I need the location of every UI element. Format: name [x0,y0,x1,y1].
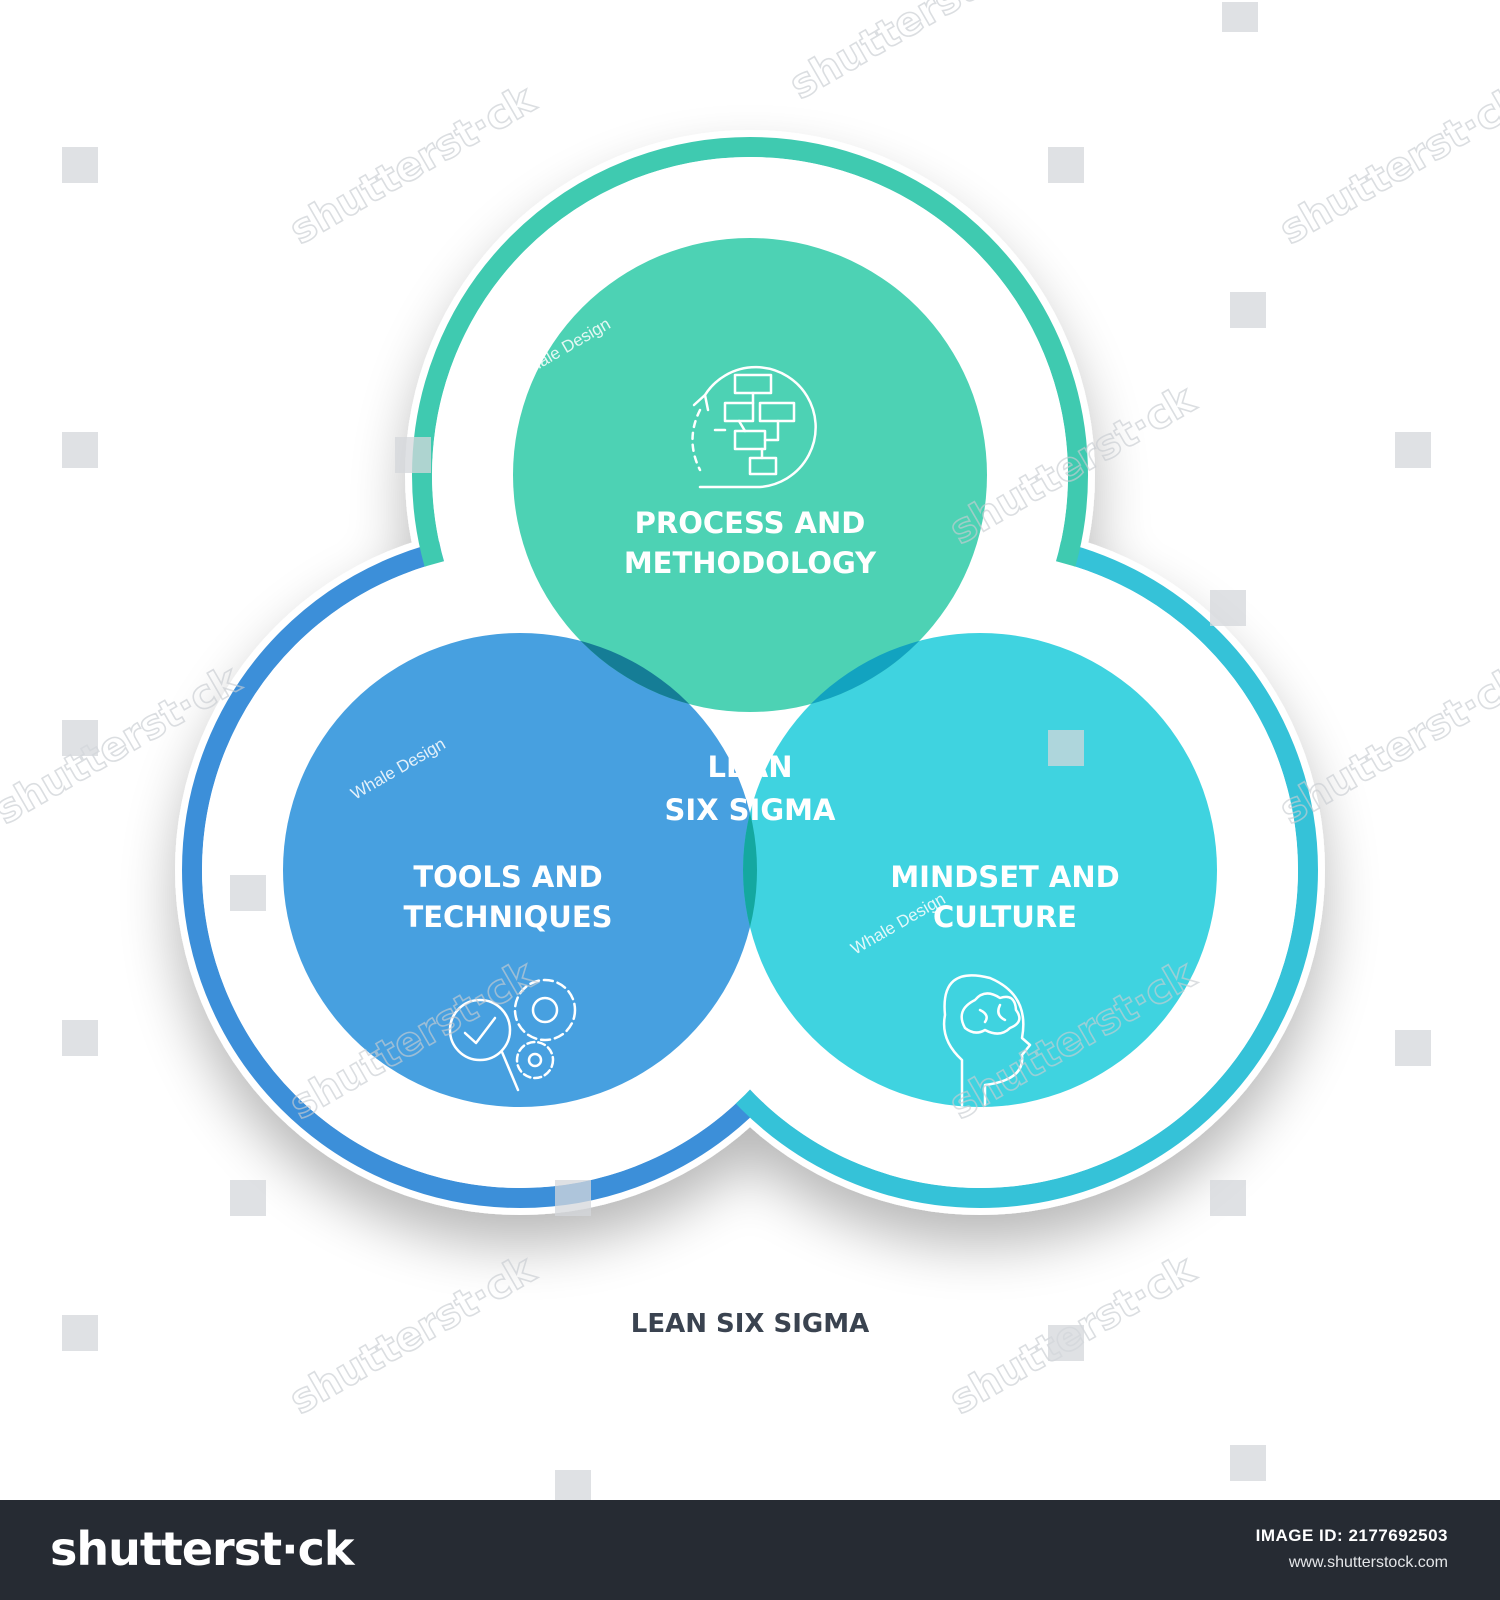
set-label-top-line-1: PROCESS AND [635,506,866,540]
watermark-squares [62,2,1431,1500]
center-label-line-2: SIX SIGMA [665,793,836,827]
brand-watermark: shutterst·ck [282,1246,544,1424]
image-id-block: IMAGE ID: 2177692503 www.shutterstock.co… [1256,1526,1448,1572]
brand-watermark: shutterst·ck [282,76,544,254]
brand-watermark: shutterst·ck [782,0,1044,109]
brand-watermark: shutterst·ck [1272,656,1500,834]
set-label-top-line-2: METHODOLOGY [624,546,877,580]
center-label-line-1: LEAN [707,750,792,784]
image-id-label: IMAGE ID: 2177692503 [1255,1526,1448,1545]
venn-diagram: PROCESS AND METHODOLOGY TOOLS AND TECHNI… [0,0,1500,1500]
process-flowchart-icon [691,365,817,489]
set-label-right-line-1: MINDSET AND [890,860,1119,894]
set-circle-left [283,633,757,1107]
brand-watermark: shutterst·ck [1272,76,1500,254]
stock-logo: shutterst·ck [50,1522,354,1576]
set-circle-right [743,633,1217,1107]
stock-url: www.shutterstock.com [1288,1554,1448,1571]
set-label-right-line-2: CULTURE [933,900,1077,934]
diagram-caption: LEAN SIX SIGMA [631,1309,870,1339]
stock-footer-bar: shutterst·ck IMAGE ID: 2177692503 www.sh… [0,1500,1500,1600]
gears-magnifier-icon [448,978,577,1092]
set-label-left-line-2: TECHNIQUES [403,900,612,934]
head-brain-icon [942,974,1032,1107]
set-label-left-line-1: TOOLS AND [413,860,602,894]
